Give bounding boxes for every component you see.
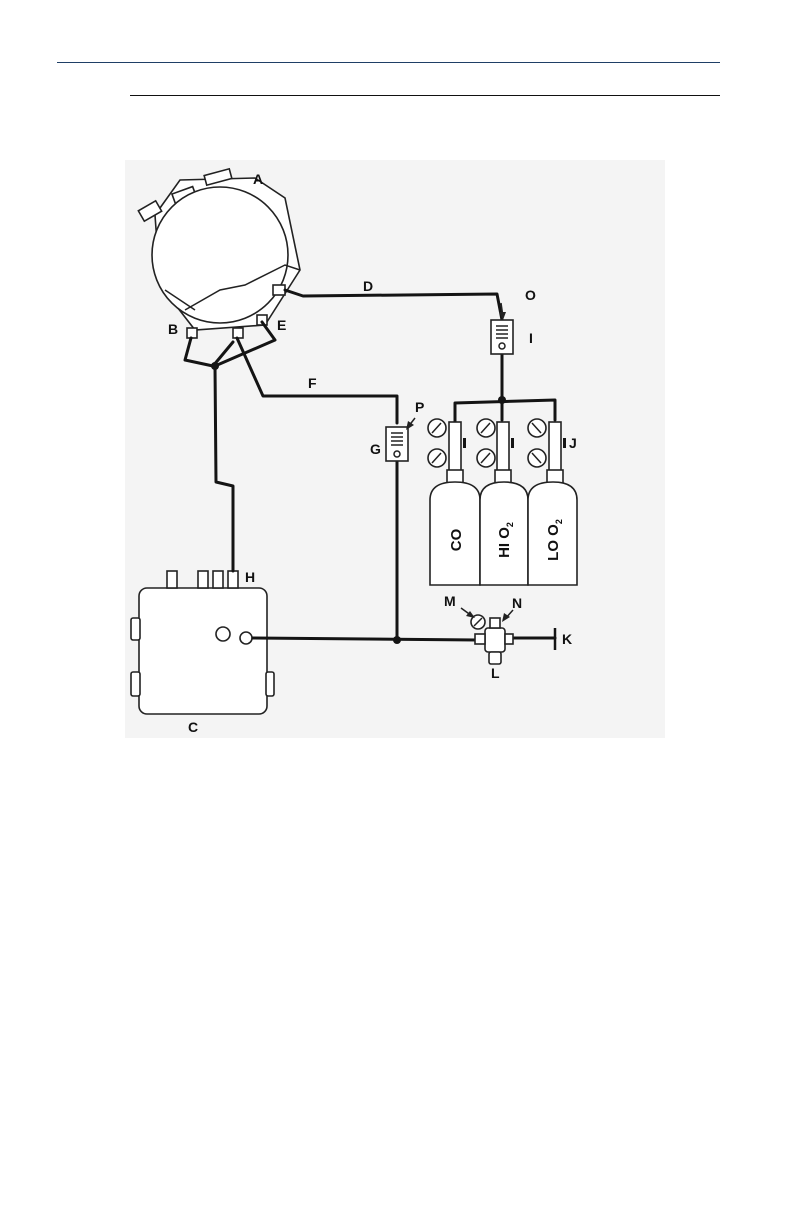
cylinder-co-label: CO (448, 528, 465, 551)
calibration-gas-diagram: CO HI O2 LO O2 A B C D E F G H I J K (125, 160, 665, 740)
cylinder-lo-o2-label: LO O2 (545, 519, 564, 561)
label-c: C (188, 719, 198, 735)
flowmeter-g (386, 427, 408, 461)
label-n: N (512, 595, 522, 611)
label-d: D (363, 278, 373, 294)
label-f: F (308, 375, 317, 391)
label-a: A (253, 171, 263, 187)
label-p: P (415, 399, 424, 415)
label-m: M (444, 593, 456, 609)
label-g: G (370, 441, 381, 457)
cylinder-hi-o2-label: HI O2 (496, 522, 515, 558)
label-o: O (525, 287, 536, 303)
label-k: K (562, 631, 572, 647)
label-h: H (245, 569, 255, 585)
flowmeter-i (491, 320, 513, 354)
gas-cylinders: CO HI O2 LO O2 (430, 470, 577, 585)
label-j: J (569, 435, 577, 451)
section-rule (130, 95, 720, 96)
header-rule (57, 62, 720, 63)
label-i: I (529, 330, 533, 346)
label-e: E (277, 317, 286, 333)
electronics-enclosure (131, 571, 274, 714)
label-l: L (491, 665, 500, 681)
label-b: B (168, 321, 178, 337)
